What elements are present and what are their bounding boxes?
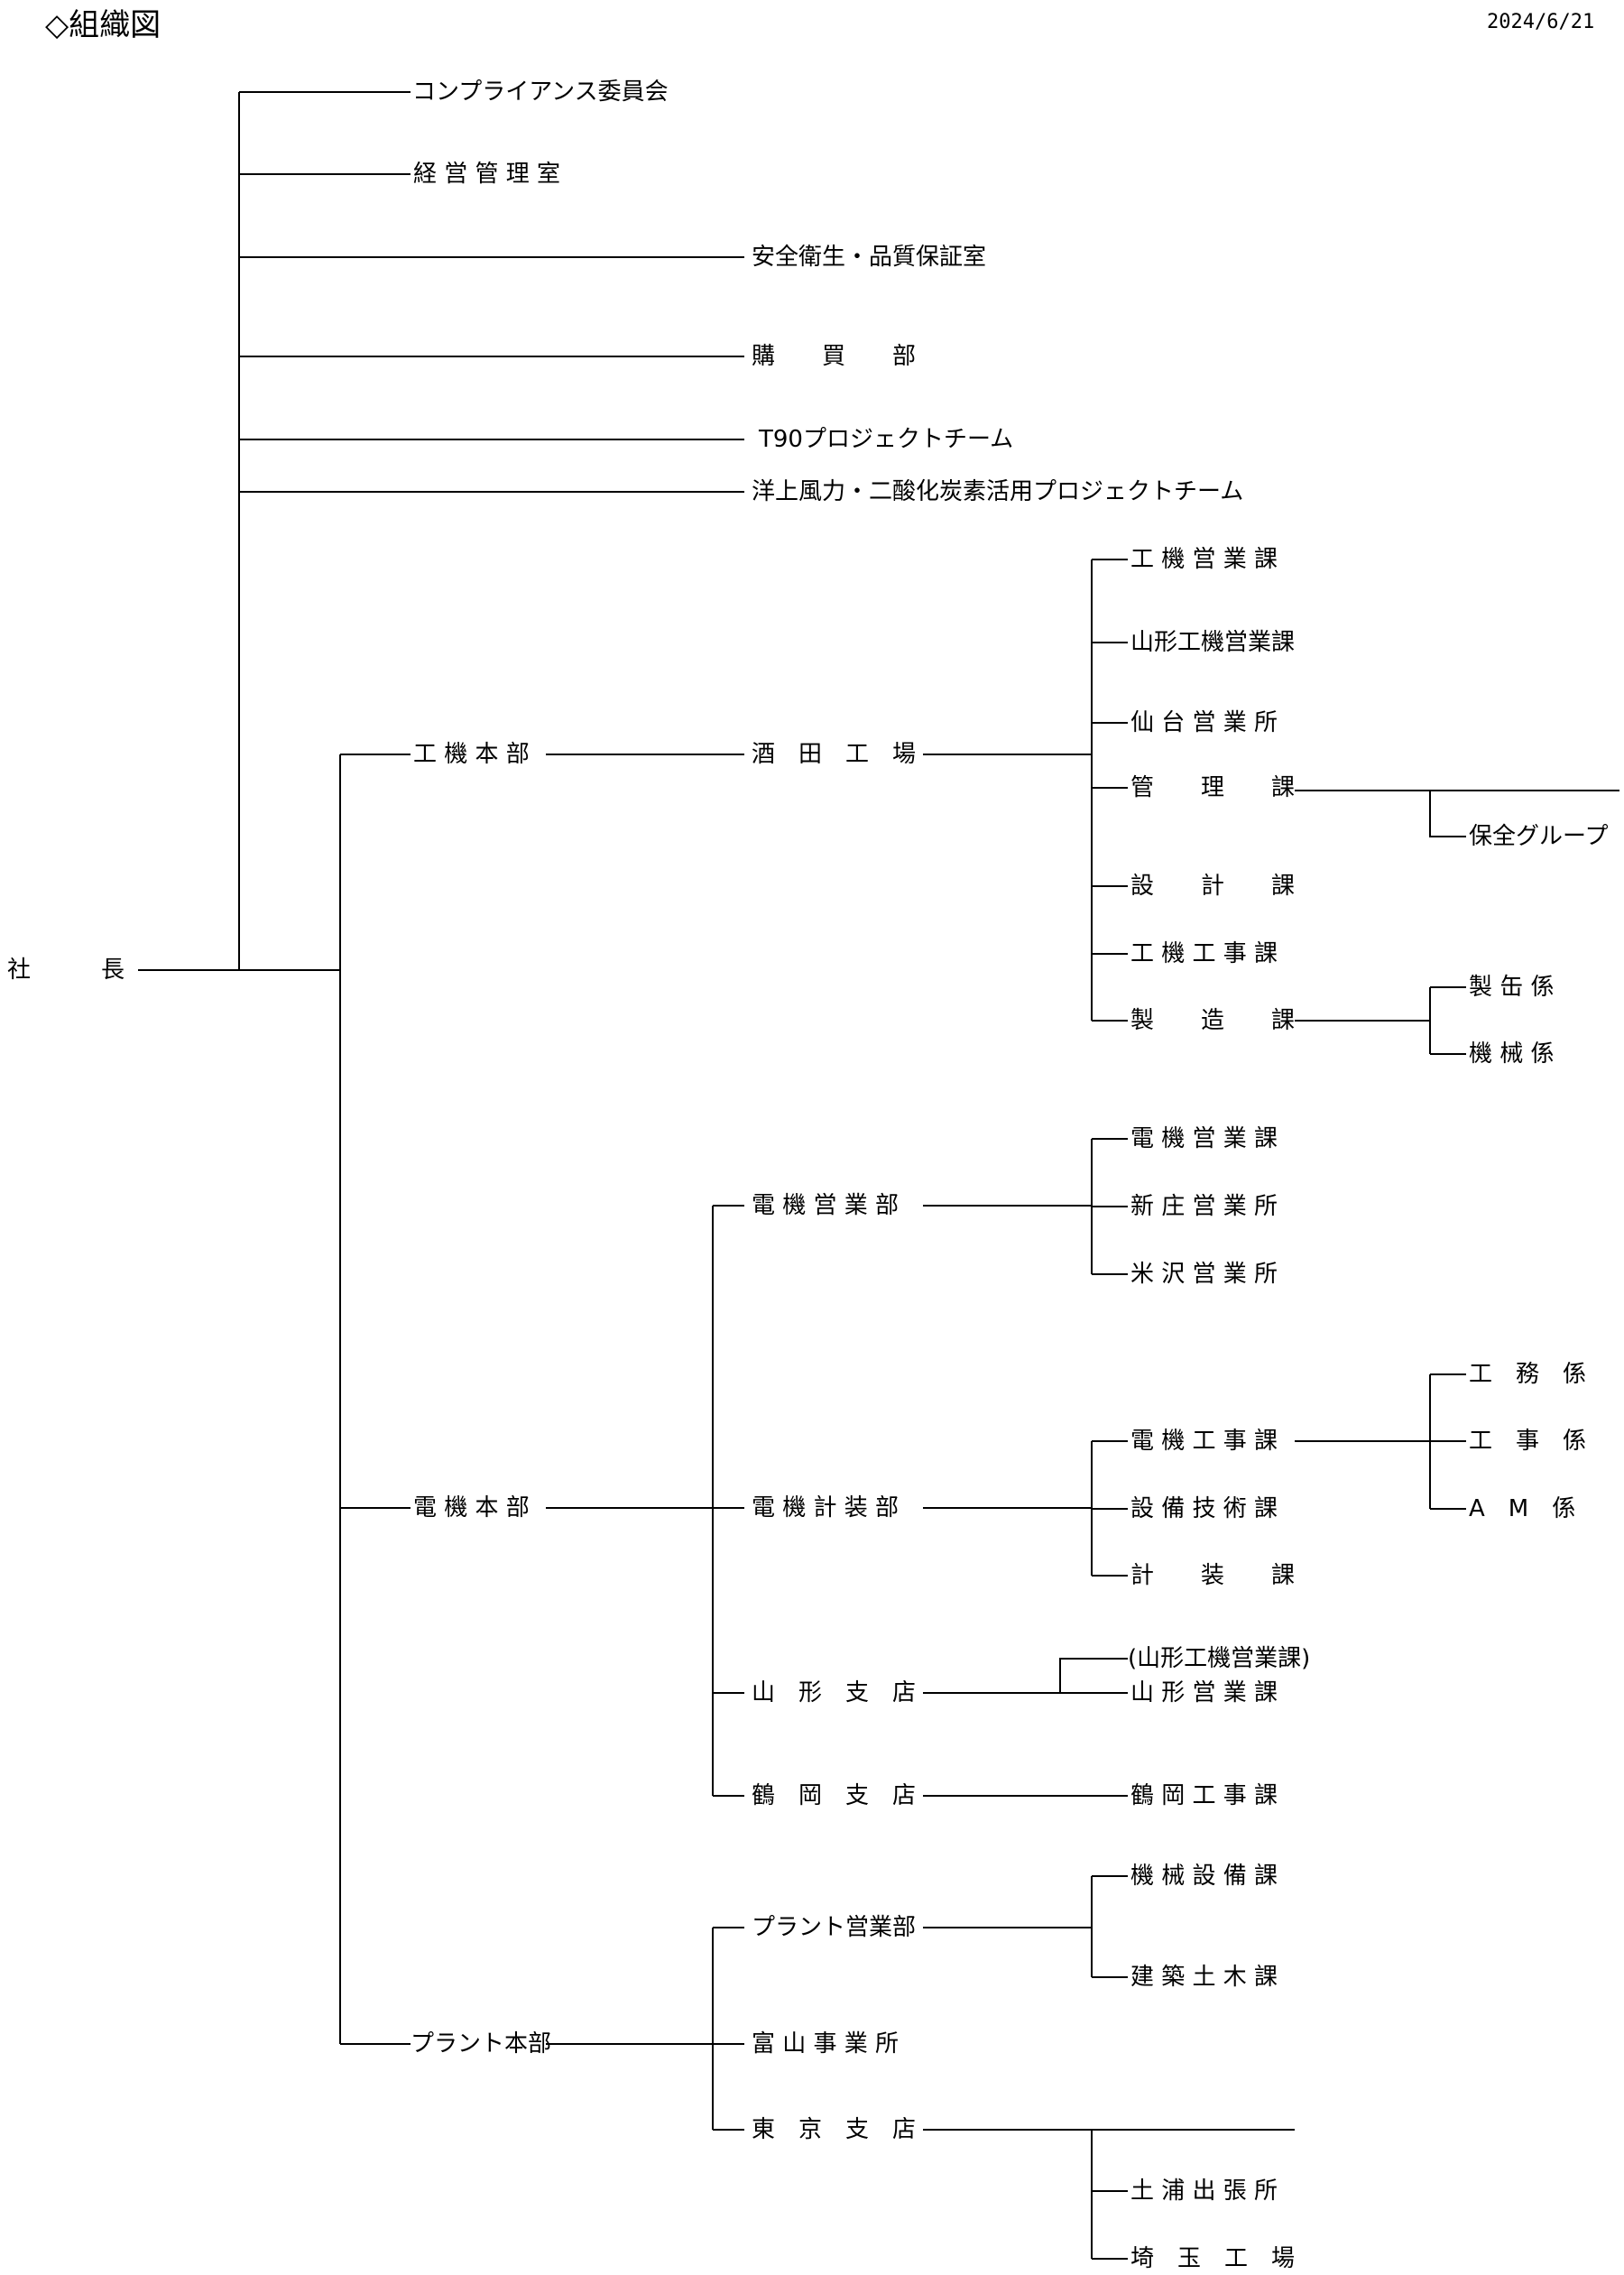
node-admin-division: 管 理 課 bbox=[1130, 774, 1296, 801]
node-yamagata-koki-sales: 山形工機営業課 bbox=[1130, 629, 1296, 656]
node-tsuruoka-branch: 鶴 岡 支 店 bbox=[752, 1782, 917, 1809]
node-offshore-project: 洋上風力・二酸化炭素活用プロジェクトチーム bbox=[752, 478, 1244, 505]
node-can-section: 製 缶 係 bbox=[1469, 974, 1555, 1001]
node-president: 社 長 bbox=[7, 957, 125, 984]
node-yamagata-koki-note: (山形工機営業課) bbox=[1128, 1645, 1311, 1672]
node-design-division: 設 計 課 bbox=[1130, 873, 1296, 900]
node-denki-construction: 電 機 工 事 課 bbox=[1130, 1428, 1278, 1455]
node-instrumentation-dept: 電 機 計 装 部 bbox=[752, 1494, 900, 1521]
node-am-section: A M 係 bbox=[1469, 1495, 1576, 1522]
node-denki-hq: 電 機 本 部 bbox=[413, 1494, 530, 1521]
node-machine-equipment: 機 械 設 備 課 bbox=[1130, 1863, 1278, 1890]
node-works-section: 工 務 係 bbox=[1469, 1361, 1587, 1388]
node-safety-quality: 安全衛生・品質保証室 bbox=[752, 244, 987, 271]
node-denki-sales-dept: 電 機 営 業 部 bbox=[752, 1192, 900, 1219]
node-instrumentation-division: 計 装 課 bbox=[1130, 1562, 1296, 1589]
node-yamagata-sales: 山 形 営 業 課 bbox=[1130, 1679, 1278, 1706]
node-yonezawa-office: 米 沢 営 業 所 bbox=[1130, 1261, 1278, 1288]
node-sakata-factory: 酒 田 工 場 bbox=[752, 741, 917, 768]
node-building-civil: 建 築 土 木 課 bbox=[1130, 1964, 1278, 1991]
node-toyama-office: 富 山 事 業 所 bbox=[752, 2030, 900, 2058]
node-plant-hq: プラント本部 bbox=[411, 2030, 552, 2058]
node-compliance: コンプライアンス委員会 bbox=[412, 79, 669, 106]
node-management-office: 経 営 管 理 室 bbox=[413, 161, 561, 188]
node-purchasing: 購 買 部 bbox=[752, 343, 917, 370]
node-maintenance-group: 保全グループ bbox=[1469, 823, 1609, 850]
node-equipment-tech: 設 備 技 術 課 bbox=[1130, 1495, 1278, 1522]
node-koki-sales: 工 機 営 業 課 bbox=[1130, 546, 1278, 573]
node-machine-section: 機 械 係 bbox=[1469, 1040, 1555, 1068]
page-title: ◇組織図 bbox=[45, 7, 161, 43]
node-koki-construction: 工 機 工 事 課 bbox=[1130, 940, 1278, 967]
connector-maintenance-drop bbox=[1429, 791, 1466, 837]
node-denki-sales-division: 電 機 営 業 課 bbox=[1130, 1125, 1278, 1152]
node-manufacturing-division: 製 造 課 bbox=[1130, 1007, 1296, 1034]
node-tsuruoka-construction: 鶴 岡 工 事 課 bbox=[1130, 1782, 1278, 1809]
document-date: 2024/6/21 bbox=[1487, 11, 1595, 33]
node-yamagata-branch: 山 形 支 店 bbox=[752, 1679, 917, 1706]
connector-yamagata-note bbox=[1059, 1658, 1128, 1693]
node-sendai-office: 仙 台 営 業 所 bbox=[1130, 709, 1278, 736]
node-tokyo-branch: 東 京 支 店 bbox=[752, 2116, 917, 2143]
node-construction-section: 工 事 係 bbox=[1469, 1428, 1587, 1455]
node-koki-hq: 工 機 本 部 bbox=[413, 741, 530, 768]
node-plant-sales-dept: プラント営業部 bbox=[752, 1914, 917, 1941]
node-t90-project: T90プロジェクトチーム bbox=[759, 426, 1014, 453]
node-saitama-factory: 埼 玉 工 場 bbox=[1130, 2245, 1296, 2272]
node-shinjo-office: 新 庄 営 業 所 bbox=[1130, 1193, 1278, 1220]
node-tsuchiura-office: 土 浦 出 張 所 bbox=[1130, 2178, 1278, 2205]
